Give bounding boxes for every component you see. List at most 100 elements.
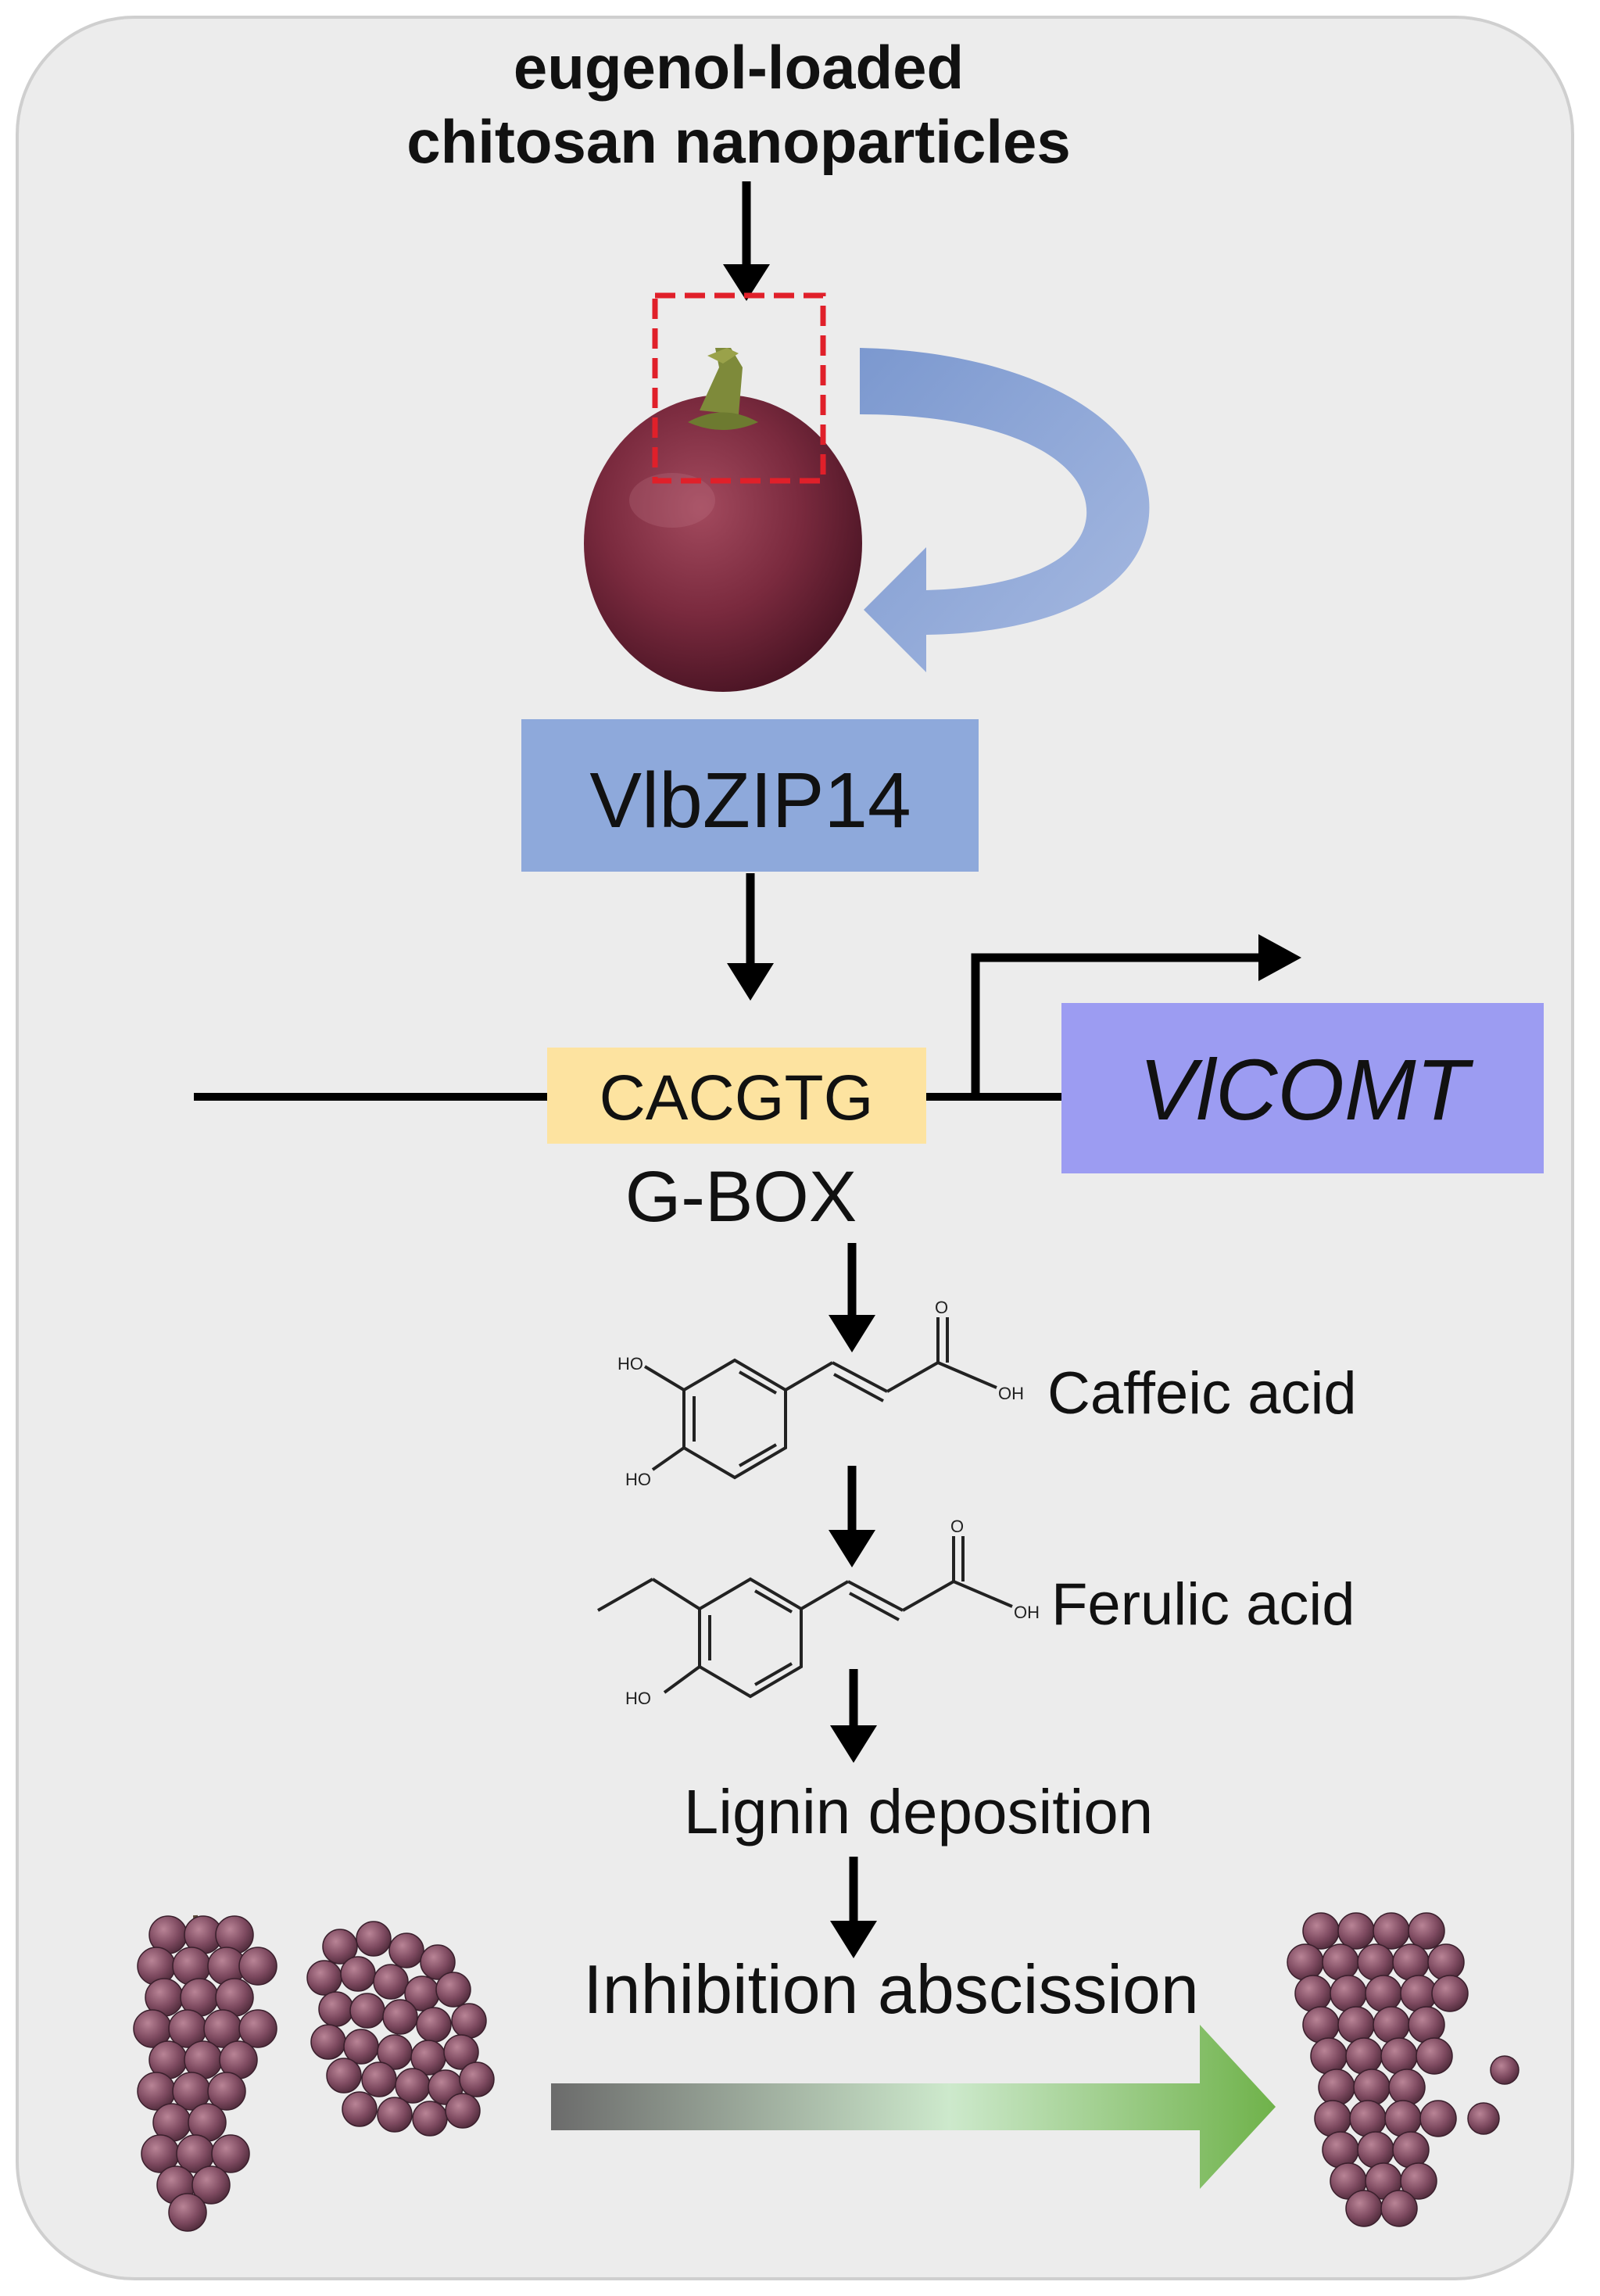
grape-berry-small [1287, 1943, 1324, 1981]
grape-berry-small [1322, 1943, 1359, 1981]
caffeic-carbonyl-o: O [935, 1298, 948, 1317]
grape-berry-small [1400, 1975, 1437, 2012]
grape-berry [584, 348, 862, 692]
grape-berry-small [1490, 2055, 1519, 2085]
grape-berry-small [1302, 2006, 1340, 2043]
ferulic-oh: OH [1014, 1603, 1040, 1622]
grape-berry-small [1392, 2131, 1430, 2169]
caffeic-oh: OH [998, 1384, 1024, 1403]
grape-berry-small [412, 2101, 448, 2137]
curved-feedback-arrow [860, 348, 1150, 672]
g-box-motif-label: CACGTG [600, 1062, 874, 1134]
grape-berry-small [1384, 2100, 1422, 2137]
ferulic-carbonyl-o: O [950, 1517, 964, 1536]
grape-berry-small [435, 1972, 471, 2008]
gene-box [1061, 1003, 1544, 1173]
lignin-deposition-label: Lignin deposition [684, 1777, 1153, 1846]
grape-berry-small [377, 2097, 413, 2133]
grape-berry-small [1388, 2069, 1426, 2106]
grape-berry-small [326, 2058, 362, 2094]
grape-berry-small [310, 2024, 346, 2060]
tf-box [521, 719, 979, 872]
grape-berry-small [1431, 1975, 1469, 2012]
big-gradient-arrow [551, 2025, 1276, 2189]
arrow-ferulic-to-lignin [830, 1669, 877, 1763]
grape-berry-small [1408, 2006, 1445, 2043]
grape-berry-small [443, 2034, 479, 2070]
grape-berry-small [395, 2068, 431, 2104]
grape-berry-small [1310, 2037, 1348, 2075]
grape-berry-small [1322, 2131, 1359, 2169]
grape-berry-small [1330, 1975, 1367, 2012]
grape-berry-small [1416, 2037, 1453, 2075]
grape-cluster-right [1287, 1912, 1519, 2227]
grape-berry-small [1427, 1943, 1465, 1981]
grape-berry-small [238, 1947, 277, 1986]
grape-berry-small [1419, 2100, 1457, 2137]
grape-berry-small [1392, 1943, 1430, 1981]
grape-berry-small [238, 2009, 277, 2048]
grape-berry-small [1380, 2190, 1418, 2227]
gene-label: VlCOMT [1139, 1042, 1473, 1138]
grape-berry-small [1302, 1912, 1340, 1950]
treatment-label-line2: chitosan nanoparticles [406, 107, 1071, 176]
grape-berry-small [1400, 2162, 1437, 2200]
panel-background [16, 16, 1574, 2280]
caffeic-ho-top: HO [617, 1354, 643, 1374]
arrow-caffeic-to-ferulic [829, 1466, 875, 1567]
grape-berry-small [361, 2061, 397, 2097]
grape-berry-small [211, 2134, 250, 2173]
g-box-element-label: G-BOX [625, 1157, 857, 1237]
grape-berry-small [1349, 2100, 1387, 2137]
arrow-treatment-to-berry [723, 181, 770, 301]
grape-berry-small [349, 1993, 385, 2029]
grape-berry-small [1380, 2037, 1418, 2075]
grape-berry-small [207, 2072, 246, 2111]
grape-berry-small [1345, 2037, 1383, 2075]
grape-berry-small [1365, 1975, 1402, 2012]
arrow-lignin-to-inhibition [830, 1857, 877, 1958]
pedicel-focus-box [652, 292, 826, 484]
grape-berry-small [416, 2007, 452, 2043]
g-box-motif [547, 1048, 926, 1144]
grape-berry-small [342, 2091, 378, 2127]
treatment-label-line1: eugenol-loaded [514, 33, 964, 102]
grape-berry-small [420, 1944, 456, 1980]
ferulic-acid-label: Ferulic acid [1051, 1571, 1355, 1638]
grape-berry-small [373, 1964, 409, 2000]
grape-berry-small [1294, 1975, 1332, 2012]
grape-berry-small [459, 2061, 495, 2097]
grape-berry-small [1353, 2069, 1391, 2106]
grape-berry-small [1318, 2069, 1355, 2106]
grape-berry-small [445, 2093, 481, 2129]
grape-berry-small [1337, 1912, 1375, 1950]
grape-berry-small [388, 1932, 424, 1968]
caffeic-ho-bottom: HO [625, 1470, 651, 1489]
grape-berry-small [1357, 1943, 1394, 1981]
grape-berry-small [168, 2193, 207, 2232]
transcription-start-arrow [971, 934, 1301, 1097]
grape-berry-small [1373, 1912, 1410, 1950]
grape-berry-small [382, 1999, 418, 2035]
grape-berry-small [1357, 2131, 1394, 2169]
grape-berry-small [191, 2165, 231, 2205]
grape-berry-small [1314, 2100, 1351, 2137]
grape-berry-small [1467, 2102, 1500, 2135]
grape-berry-small [1408, 1912, 1445, 1950]
grape-berry-small [1337, 2006, 1375, 2043]
grape-berry-small [356, 1921, 392, 1957]
ferulic-acid-structure [597, 1536, 1013, 1699]
detached-berries-pile [306, 1921, 495, 2137]
grape-berry-small [306, 1960, 342, 1996]
grape-berry-small [451, 2003, 487, 2039]
grape-berry-small [322, 1929, 358, 1965]
caffeic-acid-label: Caffeic acid [1047, 1360, 1357, 1427]
ferulic-ho: HO [625, 1689, 651, 1708]
grape-berry-small [318, 1991, 354, 2027]
tf-label: VlbZIP14 [589, 757, 911, 844]
grape-berry-small [1373, 2006, 1410, 2043]
grape-cluster-left [133, 1915, 277, 2232]
grape-berry-small [340, 1956, 376, 1992]
arrow-tf-to-promoter [727, 873, 774, 1001]
